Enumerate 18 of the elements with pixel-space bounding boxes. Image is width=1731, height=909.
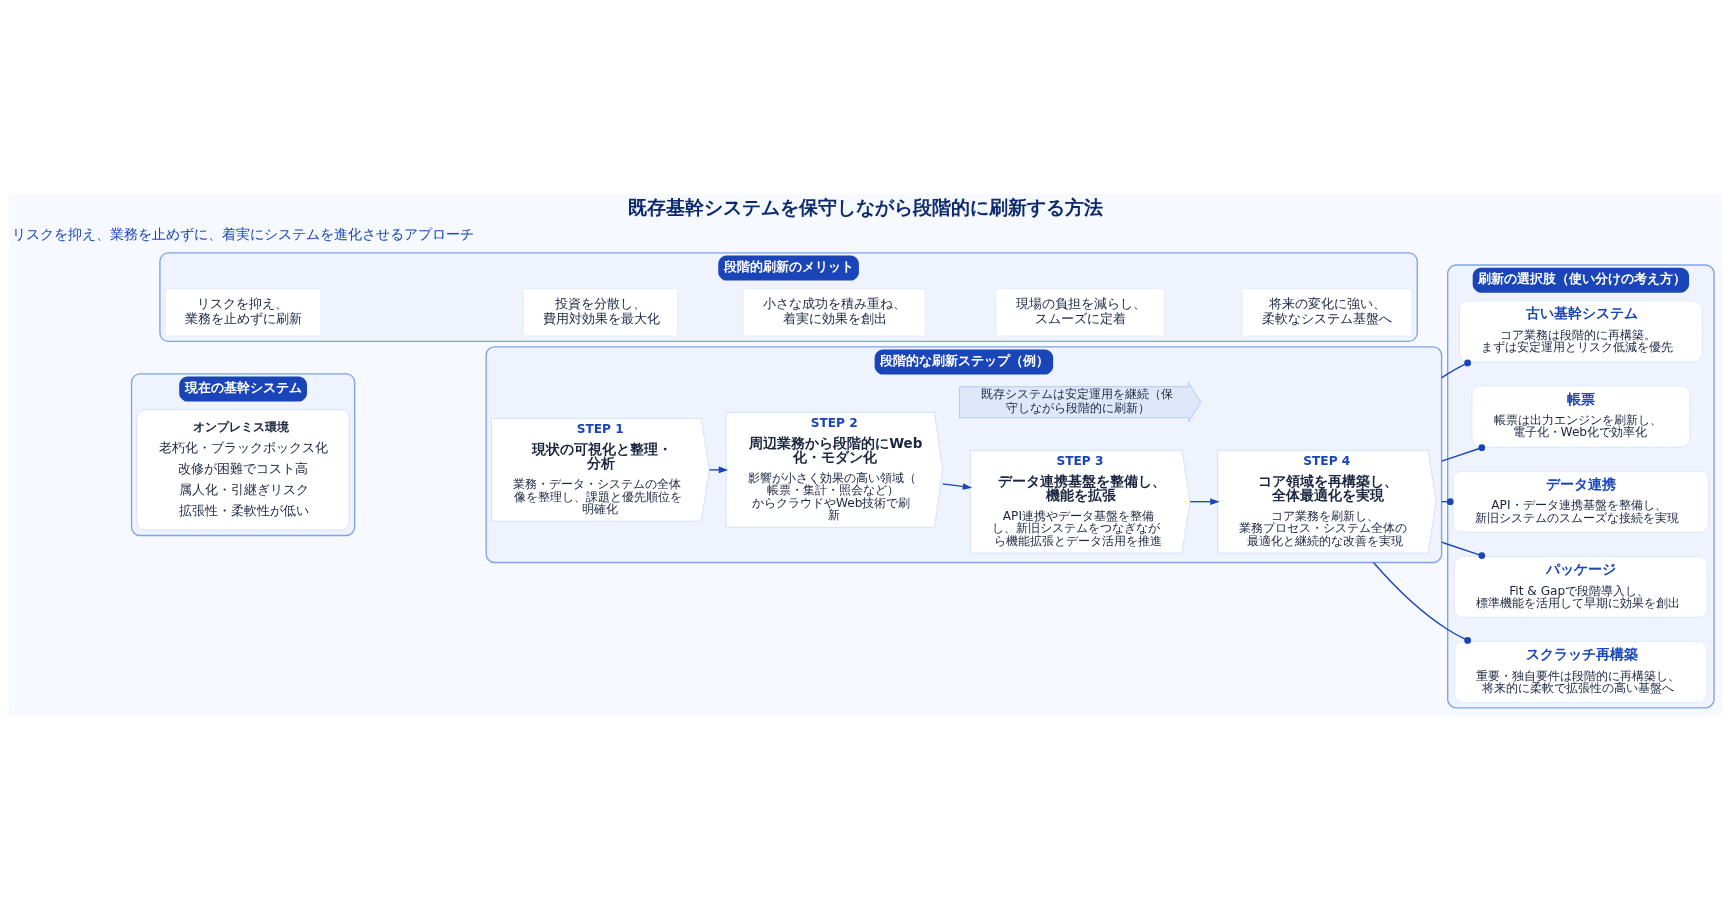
node-box: 将来の変化に強い、柔軟なシステム基盤へ xyxy=(1241,287,1413,336)
diagram-title: 既存基幹システムを保守しながら段階的に刷新する方法 xyxy=(627,195,1103,218)
arrow xyxy=(708,466,729,473)
node-box: 古い基幹システム コア業務は段階的に再構築。まずは安定運用とリスク低減を優先 xyxy=(1459,300,1703,362)
node-box: 現場の負担を減らし、スムーズに定着 xyxy=(995,287,1165,336)
arrow xyxy=(1189,497,1220,505)
connector xyxy=(1440,443,1486,462)
arrow xyxy=(941,482,973,490)
connector xyxy=(1440,541,1486,559)
node-box: スクラッチ再構築 重要・独自要件は段階的に再構築し、将来的に柔軟で拡張性の高い基盤へ xyxy=(1454,640,1708,703)
label: リスクを抑え、業務を止めずに、着実にシステムを進化させるアプローチ xyxy=(12,225,475,242)
node-box: オンプレミス環境 老朽化・ブラックボックス化 改修が困難でコスト高 属人化・引継ぎリスク 拡張性・柔軟性が低い xyxy=(136,408,350,530)
connector xyxy=(1440,359,1471,379)
node-box: 小さな成功を積み重ね、着実に効果を創出 xyxy=(743,287,926,336)
connector xyxy=(1372,561,1471,644)
node-box: データ連携 API・データ連携基盤を整備し、新旧システムのスムーズな接続を実現 xyxy=(1452,470,1709,532)
node-box: 帳票 帳票は出力エンジンを刷新し、電子化・Web化で効率化 xyxy=(1471,385,1691,447)
node-box: パッケージ Fit & Gapで段階導入し、標準機能を活用して早期に効果を創出 xyxy=(1454,555,1708,618)
